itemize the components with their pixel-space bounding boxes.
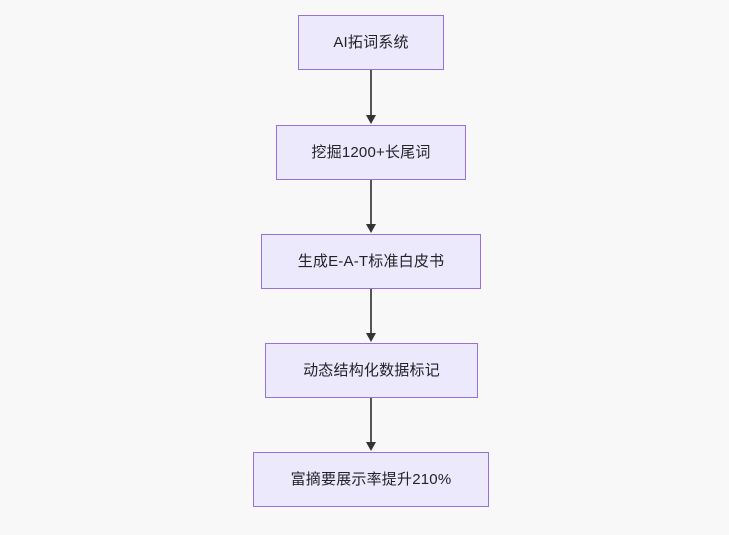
edge-n3-n4 bbox=[366, 289, 376, 342]
flowchart-node-label: AI拓词系统 bbox=[333, 33, 409, 51]
arrowhead-icon bbox=[366, 115, 376, 124]
edge-n4-n5 bbox=[366, 397, 376, 451]
flowchart-node-label: 富摘要展示率提升210% bbox=[290, 470, 452, 488]
arrowhead-icon bbox=[366, 224, 376, 233]
flowchart-node-2[interactable]: 挖掘1200+长尾词 bbox=[276, 125, 466, 180]
flowchart-node-3[interactable]: 生成E-A-T标准白皮书 bbox=[261, 234, 481, 289]
edge-n1-n2 bbox=[366, 70, 376, 124]
flowchart-node-label: 动态结构化数据标记 bbox=[303, 361, 440, 379]
flowchart-node-label: 生成E-A-T标准白皮书 bbox=[297, 252, 445, 270]
arrowhead-icon bbox=[366, 333, 376, 342]
edge-n2-n3 bbox=[366, 180, 376, 233]
arrowhead-icon bbox=[366, 442, 376, 451]
flowchart-node-5[interactable]: 富摘要展示率提升210% bbox=[253, 452, 489, 507]
flowchart-node-1[interactable]: AI拓词系统 bbox=[298, 15, 444, 70]
flowchart-node-4[interactable]: 动态结构化数据标记 bbox=[265, 343, 478, 398]
flowchart-node-label: 挖掘1200+长尾词 bbox=[311, 143, 431, 161]
